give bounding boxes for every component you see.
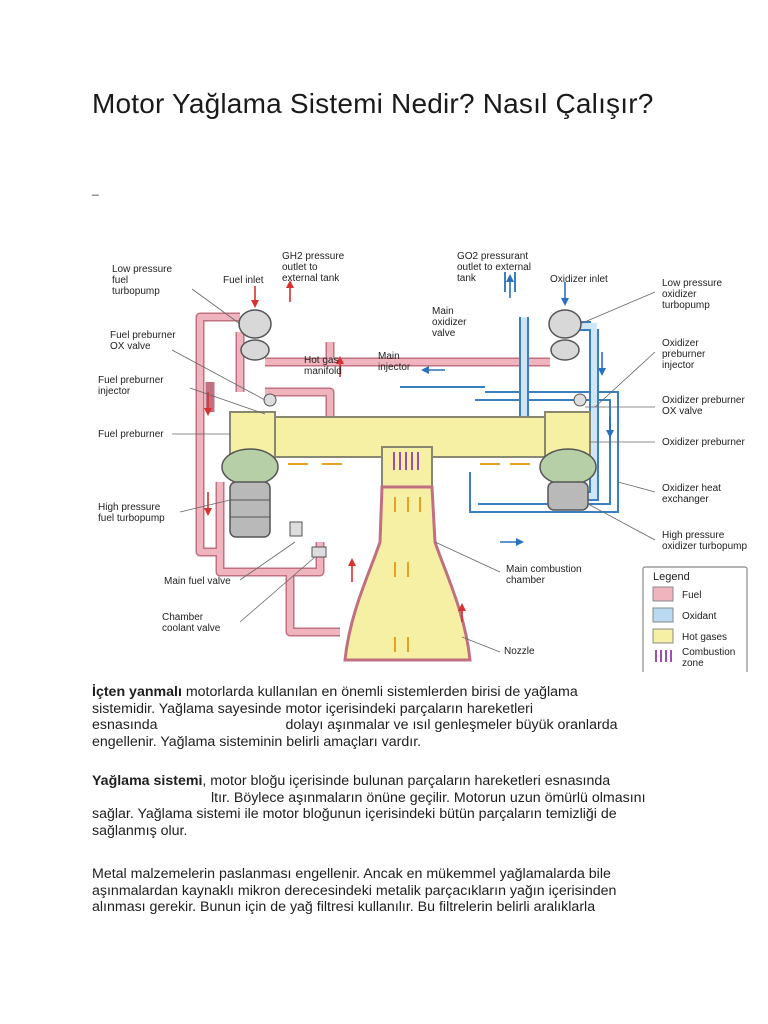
p3-line3: alınması gerekir. Bunun için de yağ filt…: [92, 899, 596, 915]
oxidizer-preburner-ox-valve: [573, 393, 587, 407]
p1-bold-term: İçten yanmalı: [92, 684, 182, 700]
low-pressure-fuel-turbopump: [238, 309, 272, 361]
fuel-preburner-ox-valve: [263, 393, 277, 407]
p1-line1: motorlarda kullanılan en önemli sistemle…: [181, 684, 578, 700]
legend-swatch-fuel: [652, 586, 674, 602]
main-fuel-valve: [289, 521, 303, 537]
p1-line2: sistemidir. Yağlama sayesinde motor içer…: [92, 700, 534, 717]
leader-lines: [171, 288, 656, 653]
p1-line4: engellenir. Yağlama sisteminin belirli a…: [92, 733, 422, 750]
legend-item-fuel: Fuel: [682, 590, 701, 601]
label-fuel-inlet: Fuel inlet: [223, 275, 264, 286]
paragraph-3: Metal malzemelerin paslanması engellenir…: [92, 866, 692, 916]
label-oxidizer-inlet: Oxidizer inlet: [550, 274, 608, 285]
label-fuel-preburner: Fuel preburner: [98, 429, 164, 440]
legend-swatch-combustion: [655, 650, 672, 662]
p2-line1: , motor bloğu içerisinde bulunan parçala…: [202, 773, 611, 789]
p3-line2: aşınmalardan kaynaklı mikron derecesinde…: [92, 882, 617, 899]
label-nozzle: Nozzle: [504, 646, 535, 657]
p2-line2: ltır. Böylece aşınmaların önüne geçilir.…: [211, 789, 646, 806]
page-title: Motor Yağlama Sistemi Nedir? Nasıl Çalış…: [92, 88, 654, 119]
legend-swatch-hot-gases: [652, 628, 674, 644]
legend-swatch-oxidant: [652, 607, 674, 623]
oxidizer-flow-arrows: [421, 274, 614, 546]
high-pressure-oxidizer-turbopump: [539, 448, 597, 511]
combustion-zone-marks: [393, 452, 419, 470]
hot-gas-flow-arrows: [288, 463, 530, 652]
legend-title: Legend: [653, 571, 690, 583]
label-main-fuel-valve: Main fuel valve: [164, 576, 231, 587]
label-oxidizer-preburner: Oxidizer preburner: [662, 437, 745, 448]
high-pressure-fuel-turbopump: [221, 448, 279, 538]
legend-item-hot-gases: Hot gases: [682, 632, 727, 643]
legend: Legend Fuel Oxidant Hot gases Combustion…: [642, 566, 748, 672]
separator-mark: _: [92, 182, 99, 196]
chamber-coolant-valve: [311, 546, 327, 558]
paragraph-1: İçten yanmalı motorlarda kullanılan en ö…: [92, 684, 692, 750]
p2-line3: sağlar. Yağlama sistemi ile motor bloğun…: [92, 806, 617, 822]
p2-line4: sağlanmış olur.: [92, 822, 188, 839]
p3-line1: Metal malzemelerin paslanması engellenir…: [92, 866, 611, 882]
paragraph-2: Yağlama sistemi, motor bloğu içerisinde …: [92, 773, 692, 839]
low-pressure-oxidizer-turbopump: [548, 309, 582, 361]
legend-item-oxidant: Oxidant: [682, 611, 717, 622]
p2-bold-term: Yağlama sistemi: [92, 773, 203, 789]
fuel-flow-arrows: [204, 280, 466, 622]
